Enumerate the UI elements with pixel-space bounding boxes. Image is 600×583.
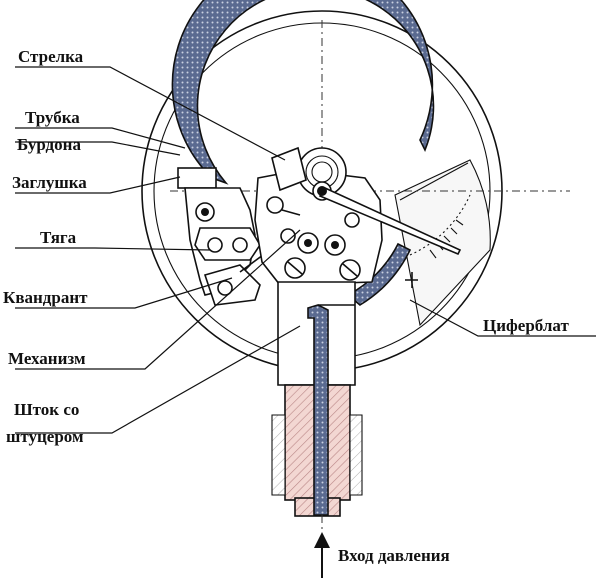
label-stem-line2: штуцером bbox=[6, 427, 84, 446]
label-stem-line1: Шток со bbox=[14, 400, 79, 419]
label-dial: Циферблат bbox=[483, 316, 569, 335]
link-rod bbox=[194, 227, 261, 261]
dial-cross-mark bbox=[405, 272, 418, 288]
label-bourdon-line1: Трубка bbox=[25, 108, 80, 127]
label-quadrant: Квандрант bbox=[3, 288, 88, 307]
pointer-needle bbox=[317, 186, 462, 256]
tube-plug bbox=[177, 167, 217, 189]
label-bourdon-line2: Бурдона bbox=[17, 135, 81, 154]
label-link: Тяга bbox=[40, 228, 77, 247]
leader-lines bbox=[15, 66, 596, 434]
bourdon-tube bbox=[171, 0, 435, 306]
label-mechanism: Механизм bbox=[8, 349, 86, 368]
label-pointer: Стрелка bbox=[18, 47, 84, 66]
label-pressure-inlet: Вход давления bbox=[338, 546, 450, 565]
label-plug: Заглушка bbox=[12, 173, 87, 192]
stem-with-fitting bbox=[271, 281, 363, 540]
